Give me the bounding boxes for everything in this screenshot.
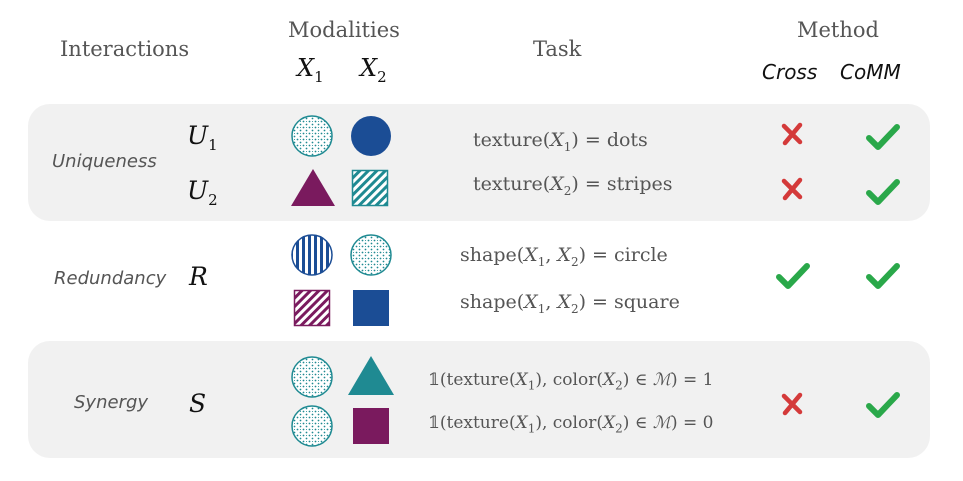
header-method-cross: Cross — [762, 60, 818, 84]
synergy-band — [28, 341, 930, 458]
row-label-uniqueness: Uniqueness — [52, 151, 157, 172]
symbol-u2: U2 — [187, 176, 218, 209]
vertical-striped-circle-icon — [291, 234, 333, 276]
task-shape-circle: shape(X1, X2) = circle — [460, 244, 668, 269]
symbol-s: S — [189, 389, 207, 418]
task-indicator-equals-1: 𝟙(texture(X1), color(X2) ∈ ℳ) = 1 — [428, 370, 714, 393]
navy-circle-icon — [351, 116, 391, 156]
striped-square-icon — [293, 289, 331, 327]
striped-square-icon — [351, 169, 389, 207]
task-texture-x2-stripes: texture(X2) = stripes — [473, 173, 673, 198]
cross-mark-icon — [781, 392, 803, 416]
purple-triangle-icon — [291, 169, 335, 206]
check-mark-icon — [866, 124, 900, 150]
teal-triangle-icon — [348, 356, 394, 395]
header-interactions: Interactions — [60, 37, 190, 61]
check-mark-icon — [776, 263, 810, 289]
row-label-synergy: Synergy — [74, 392, 149, 413]
check-mark-icon — [866, 263, 900, 289]
dotted-circle-icon — [291, 405, 333, 447]
header-modalities: Modalities — [288, 18, 400, 42]
symbol-u1: U1 — [187, 121, 218, 154]
header-x2: X2 — [360, 54, 387, 86]
check-mark-icon — [866, 392, 900, 418]
cross-mark-icon — [781, 177, 803, 201]
navy-square-icon — [353, 290, 389, 326]
task-indicator-equals-0: 𝟙(texture(X1), color(X2) ∈ ℳ) = 0 — [428, 413, 714, 436]
uniqueness-band — [28, 104, 930, 221]
dotted-circle-icon — [350, 234, 392, 276]
header-x1: X1 — [297, 54, 324, 86]
purple-square-icon — [353, 408, 389, 444]
task-shape-square: shape(X1, X2) = square — [460, 291, 680, 316]
cross-mark-icon — [781, 122, 803, 146]
symbol-r: R — [189, 262, 208, 291]
dotted-circle-icon — [291, 115, 333, 157]
header-method-comm: CoMM — [840, 60, 901, 84]
header-task: Task — [533, 37, 582, 61]
check-mark-icon — [866, 179, 900, 205]
row-label-redundancy: Redundancy — [54, 268, 167, 289]
header-method: Method — [797, 18, 879, 42]
task-texture-x1-dots: texture(X1) = dots — [473, 129, 648, 154]
dotted-circle-icon — [291, 356, 333, 398]
